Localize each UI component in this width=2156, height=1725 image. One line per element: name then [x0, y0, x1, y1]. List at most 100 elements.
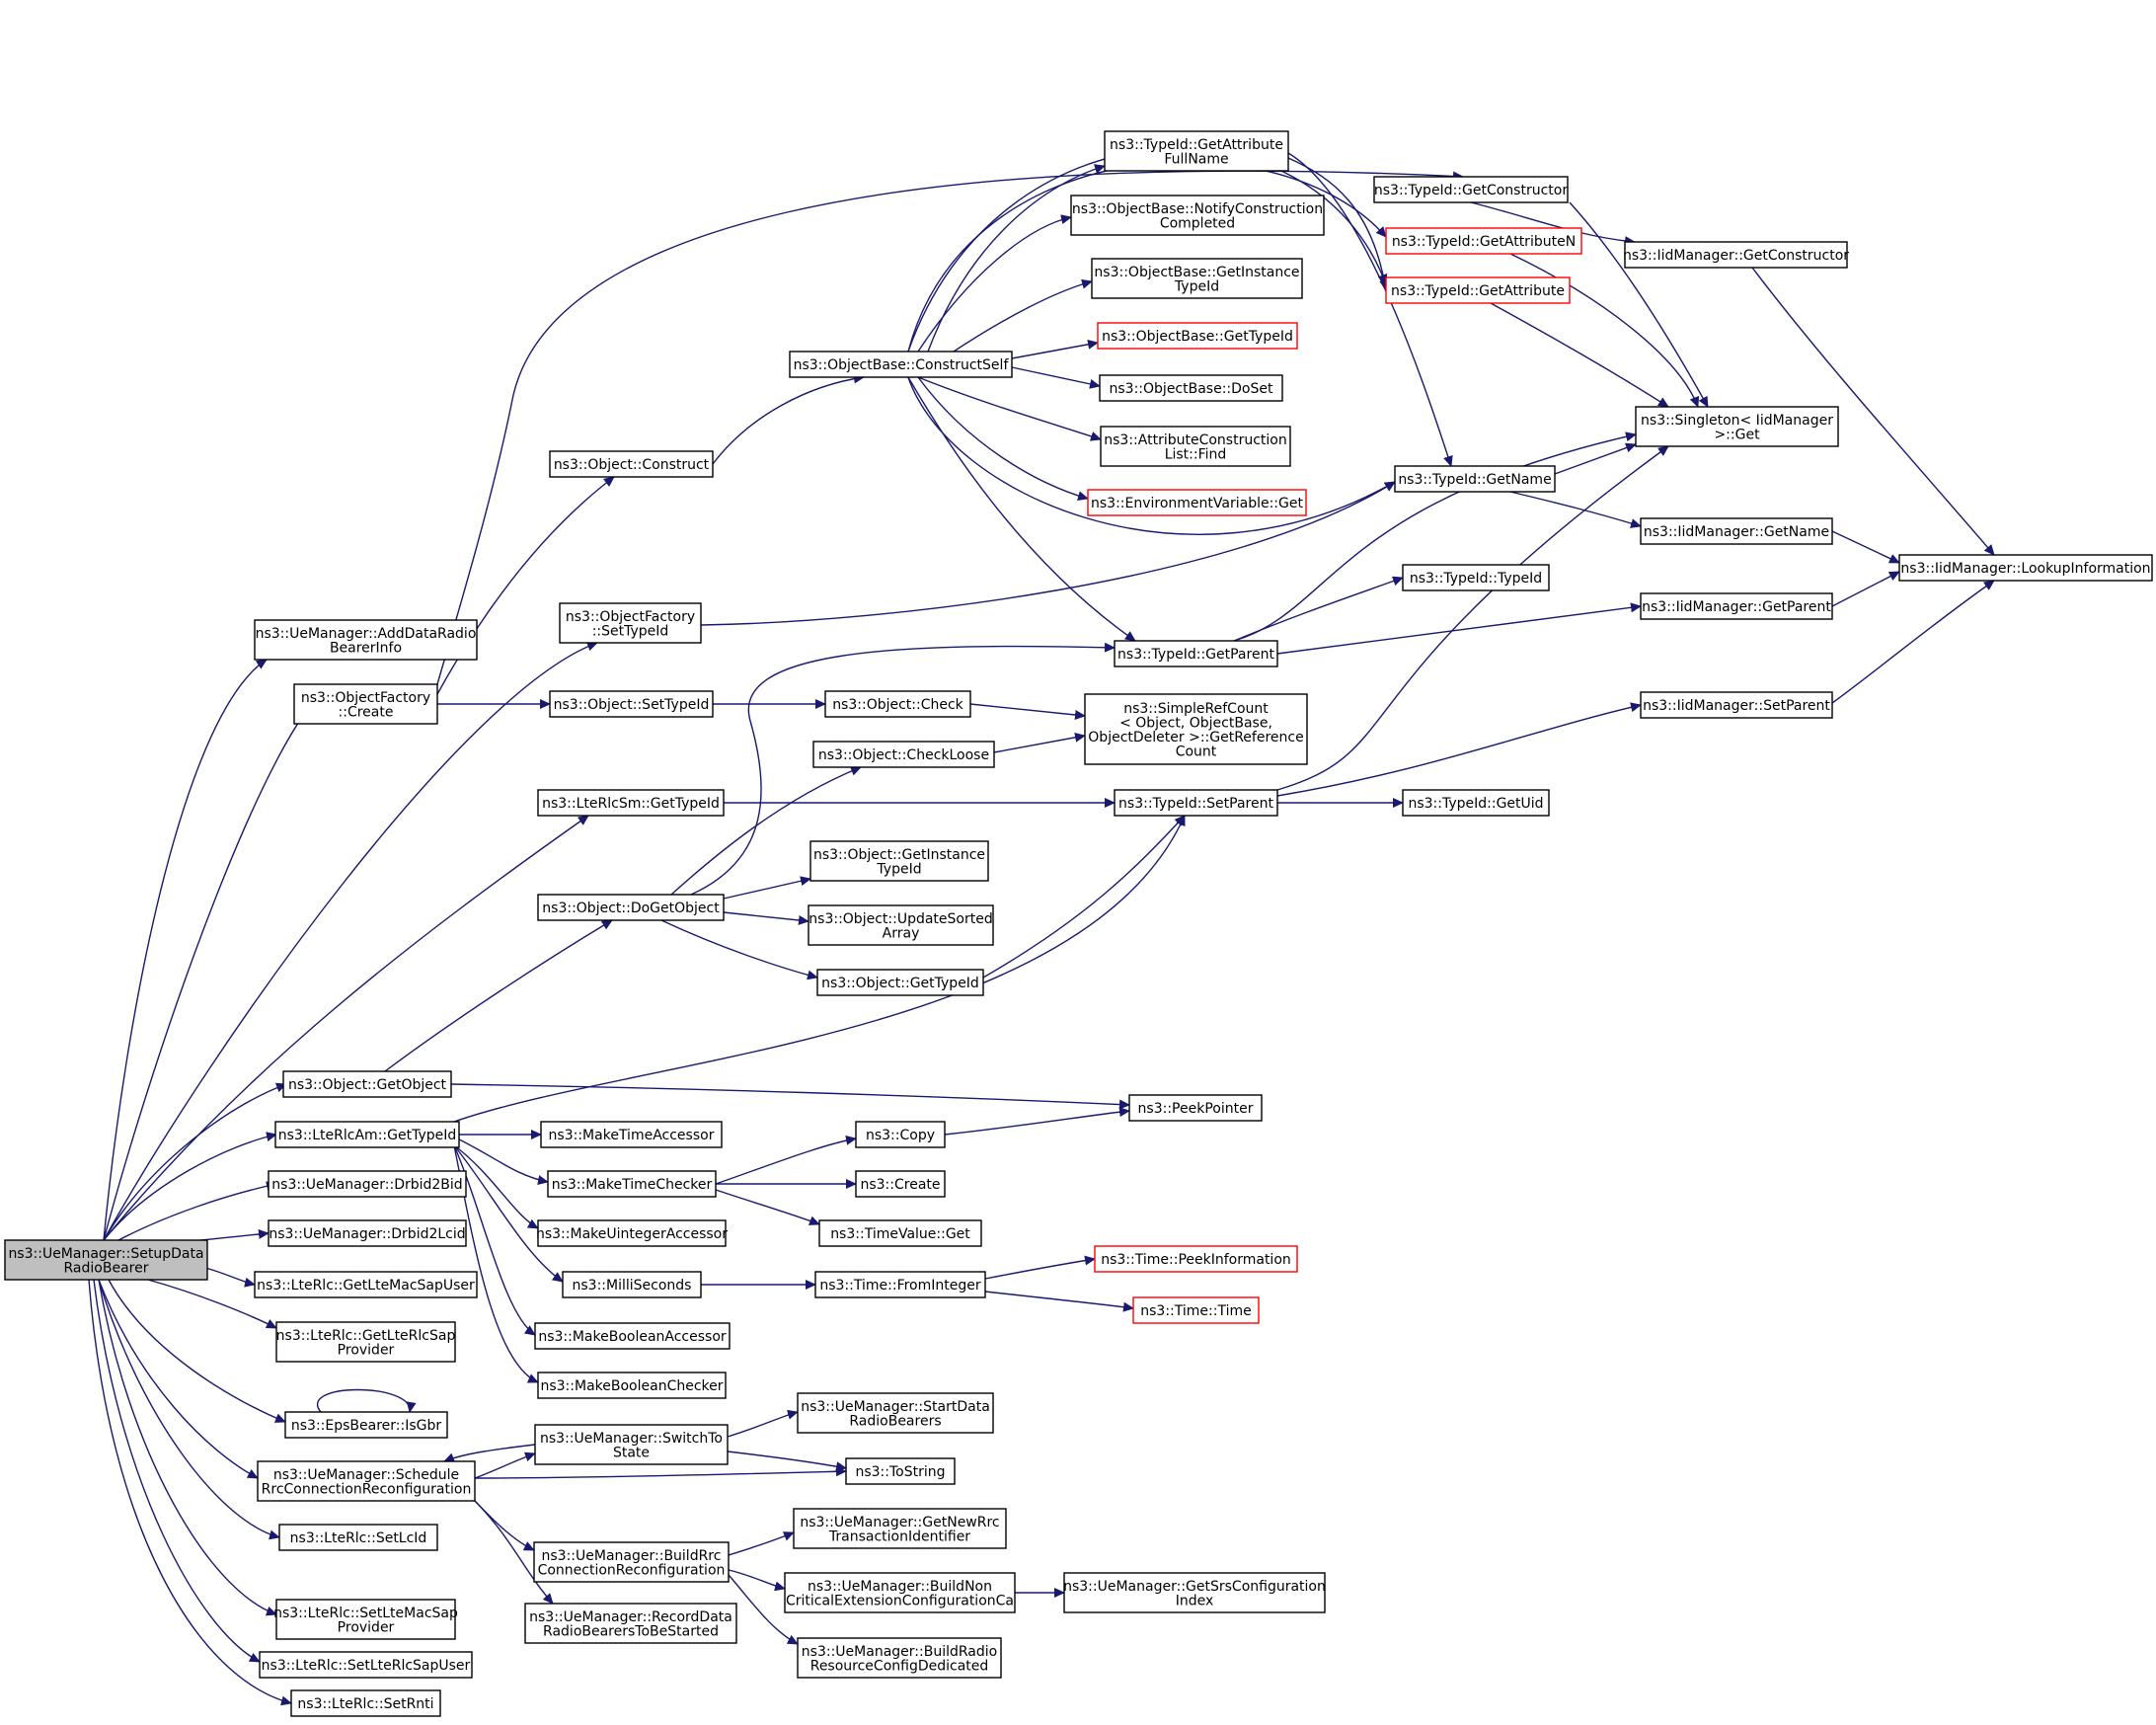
node-doGetObject[interactable]: ns3::Object::DoGetObject — [537, 894, 725, 921]
node-fromInt[interactable]: ns3::Time::FromInteger — [814, 1271, 986, 1298]
node-getAttr[interactable]: ns3::TypeId::GetAttribute — [1385, 276, 1571, 304]
node-rlcAmGetTypeId[interactable]: ns3::LteRlcAm::GetTypeId — [274, 1121, 460, 1148]
node-rlcSmGetTypeId[interactable]: ns3::LteRlcSm::GetTypeId — [537, 789, 725, 817]
node-setRlcSapUser[interactable]: ns3::LteRlc::SetLteRlcSapUser — [259, 1651, 473, 1679]
node-buildNon[interactable]: ns3::UeManager::BuildNonCriticalExtensio… — [784, 1572, 1016, 1613]
node-tidGetParent[interactable]: ns3::TypeId::GetParent — [1114, 640, 1278, 667]
node-objCheckLoose[interactable]: ns3::Object::CheckLoose — [812, 741, 995, 768]
node-tidGetUid[interactable]: ns3::TypeId::GetUid — [1402, 789, 1550, 817]
node-lookup[interactable]: ns3::IidManager::LookupInformation — [1898, 554, 2153, 582]
node-box — [1114, 789, 1278, 817]
call-edge — [727, 1409, 799, 1438]
node-getAttrN[interactable]: ns3::TypeId::GetAttributeN — [1385, 227, 1582, 255]
node-obGetTypeId[interactable]: ns3::ObjectBase::GetTypeId — [1097, 322, 1298, 350]
call-edge — [1554, 442, 1637, 475]
node-tidGetName[interactable]: ns3::TypeId::GetName — [1394, 465, 1556, 493]
node-label: TypeId — [1174, 278, 1219, 294]
node-iidGetCtor[interactable]: ns3::IidManager::GetConstructor — [1623, 241, 1849, 269]
node-tidTypeId[interactable]: ns3::TypeId::TypeId — [1402, 564, 1550, 591]
node-milli[interactable]: ns3::MilliSeconds — [562, 1271, 702, 1298]
node-isGbr[interactable]: ns3::EpsBearer::IsGbr — [284, 1411, 448, 1439]
node-setRnti[interactable]: ns3::LteRlc::SetRnti — [290, 1689, 441, 1717]
node-getObject[interactable]: ns3::Object::GetObject — [282, 1070, 452, 1098]
call-edge — [907, 147, 1388, 353]
node-getNewRrc[interactable]: ns3::UeManager::GetNewRrcTransactionIden… — [793, 1508, 1007, 1549]
node-mkUintAcc[interactable]: ns3::MakeUintegerAccessor — [536, 1219, 728, 1247]
node-buildRadio[interactable]: ns3::UeManager::BuildRadioResourceConfig… — [797, 1637, 1002, 1679]
node-singleton[interactable]: ns3::Singleton< IidManager>::Get — [1635, 406, 1839, 447]
node-box — [1084, 693, 1308, 765]
node-iidGetName[interactable]: ns3::IidManager::GetName — [1640, 517, 1833, 545]
node-create[interactable]: ns3::Create — [855, 1170, 946, 1198]
node-toString[interactable]: ns3::ToString — [845, 1457, 956, 1485]
node-label: ns3::Copy — [866, 1128, 935, 1143]
node-box — [1624, 241, 1848, 269]
node-mkTimeChk[interactable]: ns3::MakeTimeChecker — [547, 1170, 717, 1198]
node-tidSetParent[interactable]: ns3::TypeId::SetParent — [1114, 789, 1278, 817]
node-getMacSapUser[interactable]: ns3::LteRlc::GetLteMacSapUser — [254, 1271, 478, 1298]
node-drbid2Lcid[interactable]: ns3::UeManager::Drbid2Lcid — [268, 1219, 467, 1247]
node-label: ns3::Object::Construct — [554, 457, 710, 473]
node-copy[interactable]: ns3::Copy — [855, 1121, 946, 1148]
node-iidGetParent[interactable]: ns3::IidManager::GetParent — [1640, 592, 1833, 620]
call-edge — [984, 1255, 1096, 1280]
node-label: ns3::Object::GetObject — [288, 1077, 447, 1093]
node-envGet[interactable]: ns3::EnvironmentVariable::Get — [1087, 489, 1307, 516]
node-objConstruct[interactable]: ns3::Object::Construct — [549, 450, 714, 478]
call-edge — [443, 1444, 536, 1462]
node-box — [1373, 176, 1569, 203]
node-recordDRB[interactable]: ns3::UeManager::RecordDataRadioBearersTo… — [524, 1603, 737, 1644]
node-timeTime[interactable]: ns3::Time::Time — [1132, 1296, 1260, 1324]
node-mkBoolAcc[interactable]: ns3::MakeBooleanAccessor — [534, 1322, 731, 1350]
node-drbid2Bid[interactable]: ns3::UeManager::Drbid2Bid — [268, 1170, 467, 1198]
node-constructSelf[interactable]: ns3::ObjectBase::ConstructSelf — [789, 351, 1013, 378]
call-edge — [907, 376, 1136, 642]
call-edge — [474, 1451, 536, 1479]
call-edge — [728, 1569, 786, 1592]
node-label: ns3::IidManager::SetParent — [1643, 698, 1830, 714]
node-ofCreate[interactable]: ns3::ObjectFactory::Create — [293, 683, 438, 725]
node-objCheck[interactable]: ns3::Object::Check — [824, 690, 971, 718]
node-iidSetParent[interactable]: ns3::IidManager::SetParent — [1640, 691, 1833, 719]
node-ofSetTypeId[interactable]: ns3::ObjectFactory::SetTypeId — [559, 602, 702, 644]
node-obDoSet[interactable]: ns3::ObjectBase::DoSet — [1099, 374, 1283, 402]
node-label: ResourceConfigDedicated — [810, 1658, 989, 1674]
node-box — [1099, 374, 1283, 402]
node-setLcId[interactable]: ns3::LteRlc::SetLcId — [278, 1524, 438, 1551]
node-buildRrc[interactable]: ns3::UeManager::BuildRrcConnectionReconf… — [533, 1541, 730, 1583]
node-peekInfo[interactable]: ns3::Time::PeekInformation — [1094, 1245, 1298, 1273]
node-peek[interactable]: ns3::PeekPointer — [1128, 1094, 1263, 1122]
node-label: ::Create — [339, 704, 394, 720]
call-edge — [1831, 571, 1900, 607]
node-label: ns3::UeManager::GetNewRrc — [800, 1515, 999, 1530]
node-label: ns3::Time::FromInteger — [819, 1278, 980, 1294]
node-simpleRef[interactable]: ns3::SimpleRefCount< Object, ObjectBase,… — [1084, 693, 1308, 765]
call-edge — [728, 1574, 799, 1645]
call-edge — [660, 919, 818, 980]
call-edge — [907, 376, 1396, 535]
node-box — [275, 1599, 456, 1640]
node-objSetTypeId[interactable]: ns3::Object::SetTypeId — [549, 690, 714, 718]
node-objGetTypeId[interactable]: ns3::Object::GetTypeId — [816, 969, 984, 996]
node-box — [259, 1651, 473, 1679]
node-timeValGet[interactable]: ns3::TimeValue::Get — [818, 1219, 982, 1247]
node-box — [818, 1219, 982, 1247]
node-mkBoolChk[interactable]: ns3::MakeBooleanChecker — [537, 1372, 727, 1399]
node-schedRrc[interactable]: ns3::UeManager::ScheduleRrcConnectionRec… — [257, 1460, 476, 1502]
node-label: ns3::Object::SetTypeId — [554, 697, 710, 713]
node-getCtor[interactable]: ns3::TypeId::GetConstructor — [1373, 176, 1569, 203]
node-notifyCC[interactable]: ns3::ObjectBase::NotifyConstructionCompl… — [1070, 195, 1325, 236]
node-mkTimeAcc[interactable]: ns3::MakeTimeAccessor — [540, 1121, 723, 1148]
